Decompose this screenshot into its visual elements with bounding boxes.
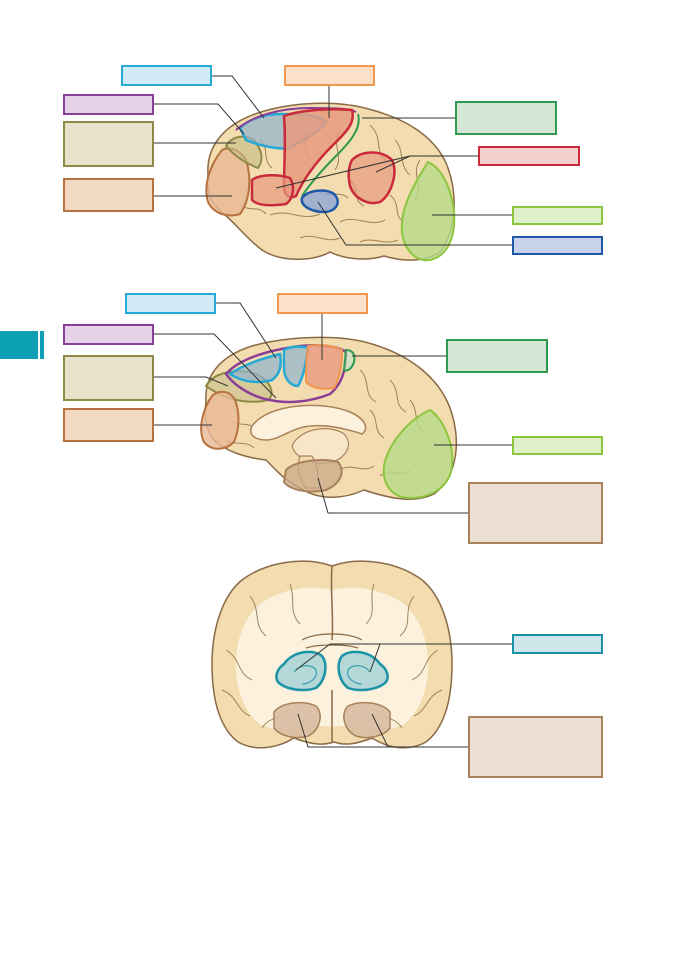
coronal-right-inner-nucleus bbox=[347, 665, 371, 685]
medial-corpus-callosum bbox=[250, 404, 367, 441]
medial-limbic-region bbox=[282, 459, 343, 493]
section-tab-nub bbox=[40, 331, 44, 359]
label-box-top-brown bbox=[63, 178, 154, 212]
section-tab-bar bbox=[0, 331, 38, 359]
medial-prefrontal-region bbox=[200, 390, 240, 450]
medial-visual-area bbox=[382, 408, 454, 500]
section-tab bbox=[0, 331, 44, 359]
lateral-visual-area bbox=[400, 160, 456, 262]
lateral-leader-lines bbox=[154, 75, 512, 246]
medial-motor-region bbox=[304, 344, 344, 390]
label-box-mid-lightgreen bbox=[512, 436, 603, 455]
lateral-view bbox=[154, 75, 512, 262]
coronal-right-basal-ganglia bbox=[337, 650, 389, 692]
label-box-mid-green bbox=[446, 339, 548, 373]
label-box-mid-olive bbox=[63, 355, 154, 401]
label-box-mid-sky bbox=[125, 293, 216, 314]
label-box-top-lightgreen bbox=[512, 206, 603, 225]
medial-premotor-region bbox=[227, 352, 282, 384]
label-box-top-purple bbox=[63, 94, 154, 115]
medial-sma-region bbox=[282, 345, 310, 388]
lateral-sensory-strip bbox=[301, 113, 360, 197]
medial-view bbox=[154, 302, 512, 514]
label-box-top-olive bbox=[63, 121, 154, 167]
label-box-top-sky bbox=[121, 65, 212, 86]
label-box-mid-brown bbox=[63, 408, 154, 442]
medial-sensory-strip bbox=[342, 348, 356, 372]
lateral-wernicke-area bbox=[347, 151, 396, 205]
medial-leader-lines bbox=[154, 302, 512, 514]
coronal-white-matter bbox=[236, 587, 428, 730]
label-box-mid-tan bbox=[468, 482, 603, 544]
lateral-broca-area bbox=[250, 174, 295, 207]
lateral-olive-region bbox=[224, 135, 263, 170]
coronal-section bbox=[211, 560, 512, 749]
label-box-top-orange bbox=[284, 65, 375, 86]
label-box-mid-orange bbox=[277, 293, 368, 314]
coronal-right-hippocampus bbox=[343, 701, 391, 739]
lateral-auditory-area bbox=[300, 189, 339, 214]
label-box-bot-teal bbox=[512, 634, 603, 654]
label-box-mid-purple bbox=[63, 324, 154, 345]
label-box-top-red bbox=[478, 146, 580, 166]
coronal-left-basal-ganglia bbox=[275, 650, 327, 692]
coronal-leader-lines bbox=[295, 643, 512, 748]
coronal-corpus-callosum bbox=[301, 633, 363, 649]
label-box-bot-tan bbox=[468, 716, 603, 778]
label-box-top-blue bbox=[512, 236, 603, 255]
label-box-top-green bbox=[455, 101, 557, 135]
coronal-left-hippocampus bbox=[273, 701, 321, 739]
